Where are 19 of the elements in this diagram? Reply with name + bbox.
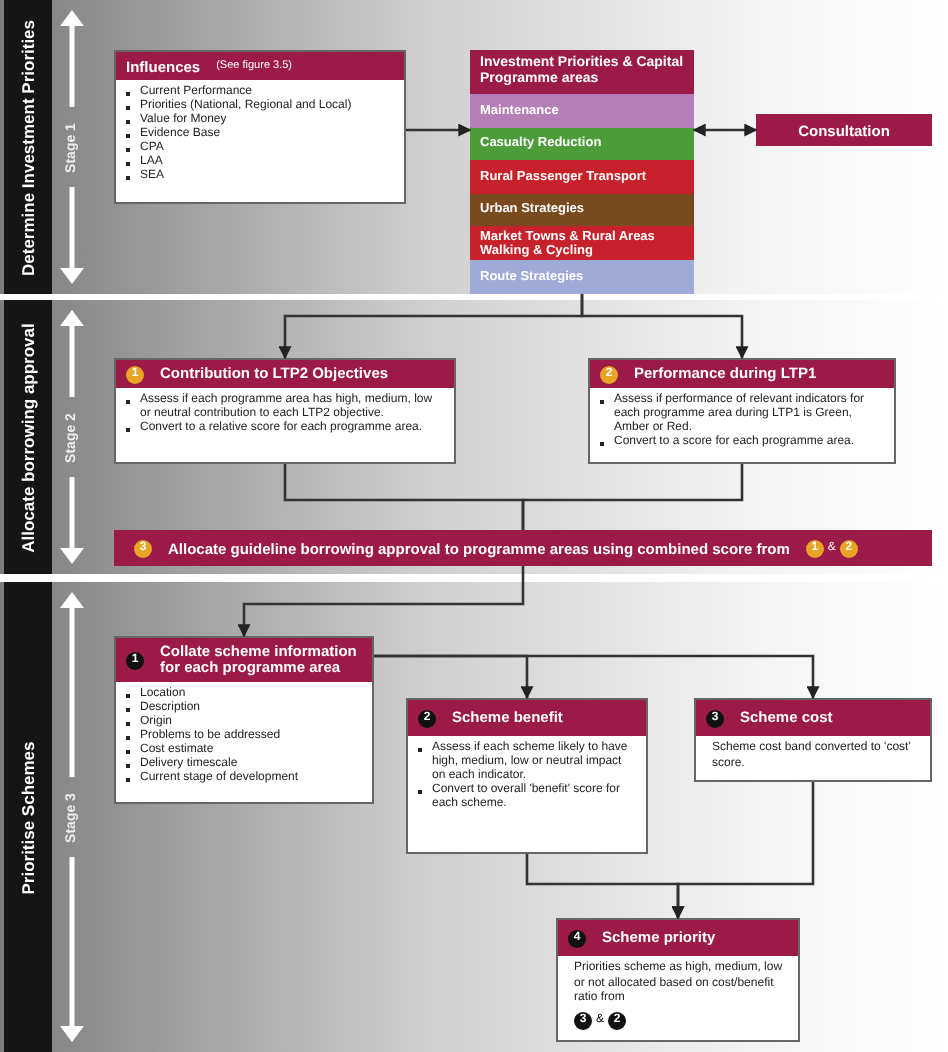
process-box (114, 358, 456, 464)
process-box (694, 698, 932, 782)
connector-arrow (406, 123, 472, 137)
connector-arrow (580, 294, 749, 360)
process-box (406, 698, 648, 854)
list-box (114, 50, 406, 204)
process-box (556, 918, 800, 1042)
stage-title: Prioritise Schemes (18, 740, 38, 894)
category-panel (470, 50, 694, 294)
connector-arrow (671, 782, 815, 920)
process-bar (114, 530, 932, 566)
stage-title: Allocate borrowing approval (18, 322, 38, 552)
stage-title: Determine Investment Priorities (18, 19, 38, 275)
process-box (588, 358, 896, 464)
process-box (756, 114, 932, 146)
process-box (114, 636, 374, 804)
connector-arrow (237, 566, 525, 638)
connector-arrow (692, 123, 758, 137)
connector-arrow (374, 654, 820, 700)
